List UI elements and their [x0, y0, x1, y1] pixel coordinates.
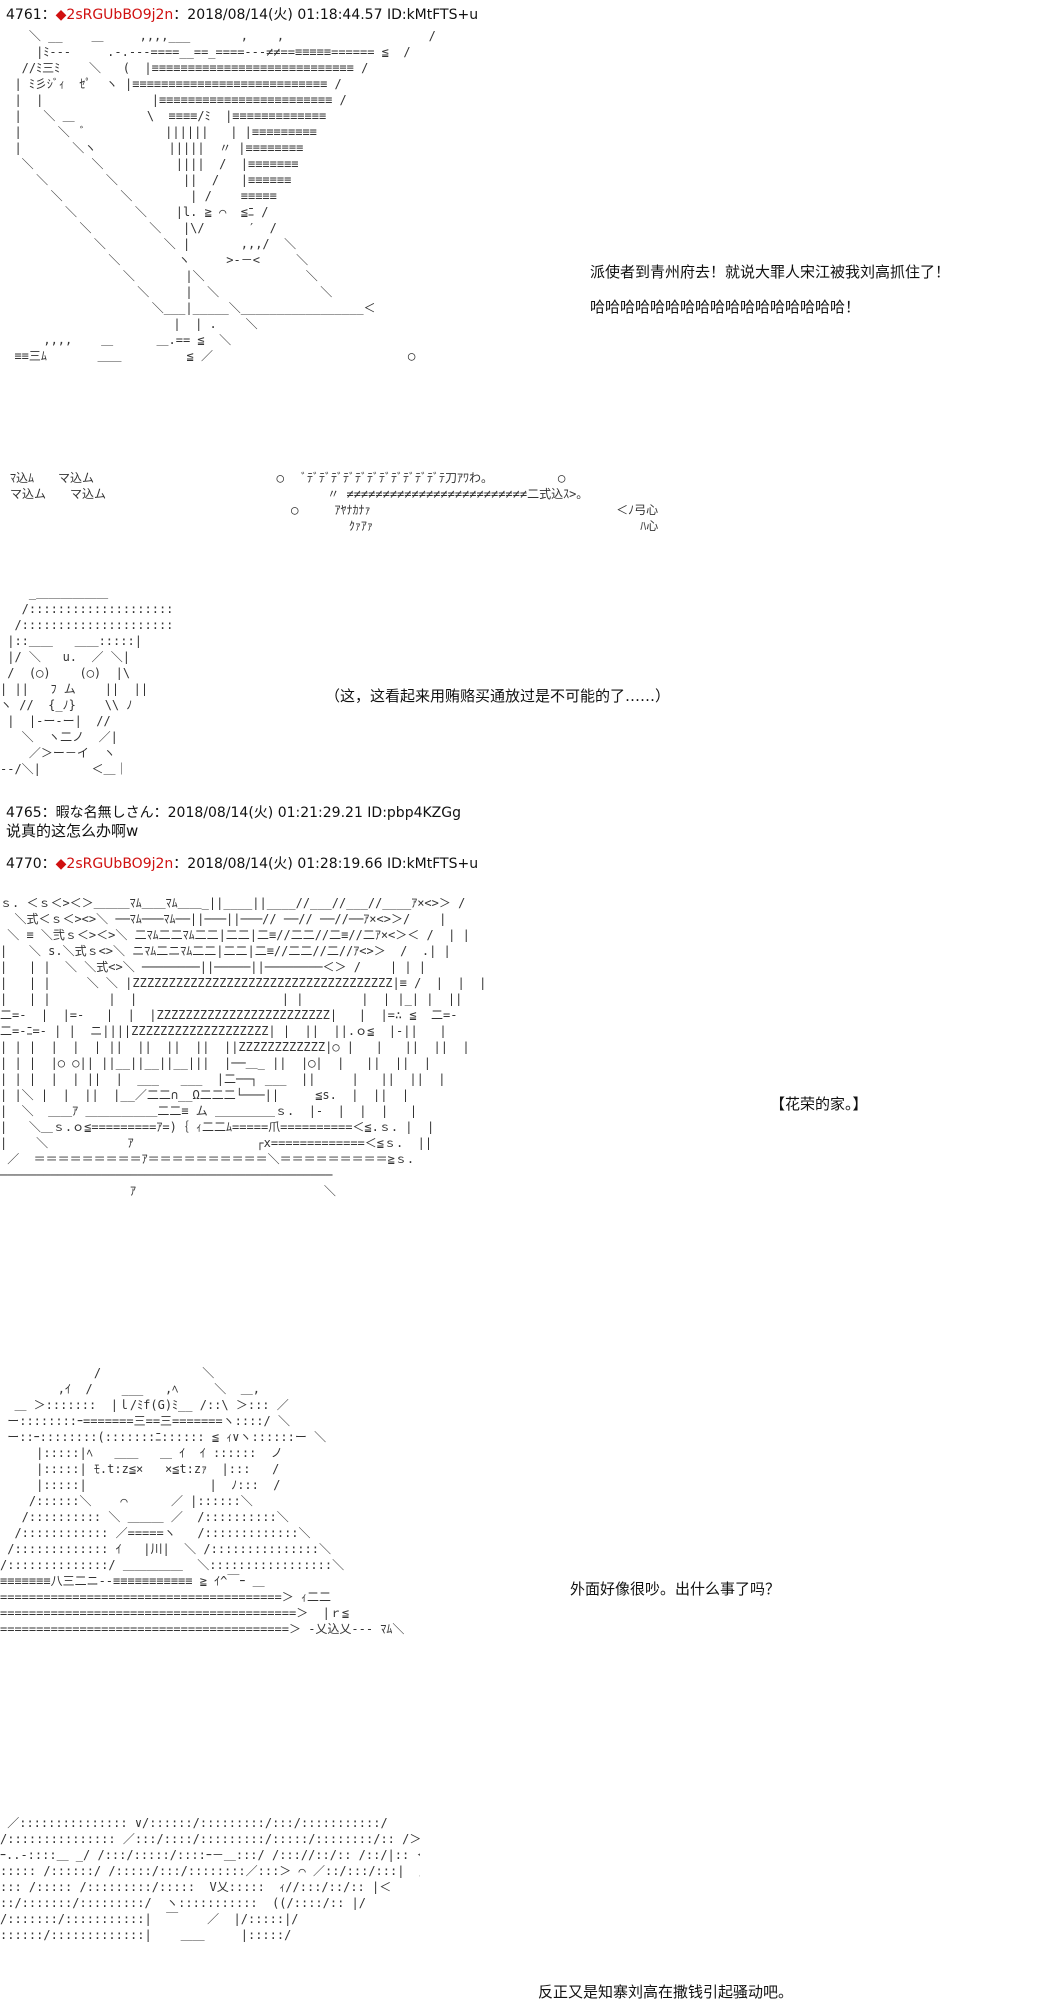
post-header-4765: 4765：暇な名無しさん：2018/08/14(火) 01:21:29.21 I… — [6, 805, 461, 821]
dialogue-line: 反正又是知寨刘高在撒钱引起骚动吧。 — [538, 1983, 794, 2001]
post-header-4770: 4770：◆2sRGUbBO9j2n：2018/08/14(火) 01:28:1… — [6, 856, 479, 872]
aa-crowd-banner: ◯ ﾞﾃﾞﾃﾞﾃﾞﾃﾞﾃﾞﾃﾞﾃﾞﾃﾞﾃﾞﾃﾞﾃﾞﾃ刀ｱﾜわ。 ◯ 〃 ≠≠≠≠… — [276, 471, 659, 533]
aa-art-song-jiang: _＿＿＿＿＿＿ /:::::::::::::::::::::＼ /:::::::… — [0, 586, 175, 776]
dialogue-line: 外面好像很吵。出什么事了吗？ — [570, 1580, 781, 1598]
aa-art-house: ｓ. ＜ｓ＜>＜＞＿＿＿ﾏﾑ＿＿ﾏﾑ＿＿_||____||____//___//… — [0, 896, 487, 1198]
aa-art-hua-rong: / ＼ ,ｲ / ___ ,ﾍ ＼ ＿, ＿ ＞::::::: |ｌ/ﾐf(G)… — [0, 1366, 405, 1636]
trip-code: ◆2sRGUbBO9j2n — [55, 856, 174, 872]
dialogue-line: 派使者到青州府去！就说大罪人宋江被我刘高抓住了！ — [590, 263, 951, 281]
post-meta: ：2018/08/14(火) 01:18:44.57 ID:kMtFTS+u — [173, 7, 479, 23]
dialogue-line: 【花荣的家。】 — [770, 1095, 868, 1113]
post-body: 说真的这怎么办啊w — [6, 822, 139, 840]
post-number[interactable]: 4765 — [6, 805, 42, 821]
post-number[interactable]: 4761 — [6, 7, 42, 23]
post-number[interactable]: 4770 — [6, 856, 42, 872]
aa-art-liu-gao: ＼ __ ＿ ,,,,___ , , / |ﾐ--- .-.---====__=… — [14, 29, 436, 363]
post-meta: ：2018/08/14(火) 01:21:29.21 ID:pbp4KZGg — [153, 805, 461, 821]
post-meta: ：2018/08/14(火) 01:28:19.66 ID:kMtFTS+u — [173, 856, 479, 872]
aa-crowd-left: ﾏ込ﾑ マ込ム マ込ム マ込ム — [10, 471, 107, 501]
post-header-4761: 4761：◆2sRGUbBO9j2n：2018/08/14(火) 01:18:4… — [6, 7, 479, 23]
poster-name: 暇な名無しさん — [55, 805, 154, 821]
dialogue-line: 哈哈哈哈哈哈哈哈哈哈哈哈哈哈哈哈哈！ — [590, 298, 861, 316]
trip-code: ◆2sRGUbBO9j2n — [55, 7, 174, 23]
dialogue-line: （这，这看起来用贿赂买通放过是不可能的了……） — [325, 687, 671, 705]
aa-art-woman: ／::::::::::::::: ∨/::::::/:::::::::/:::/… — [0, 1816, 420, 1942]
